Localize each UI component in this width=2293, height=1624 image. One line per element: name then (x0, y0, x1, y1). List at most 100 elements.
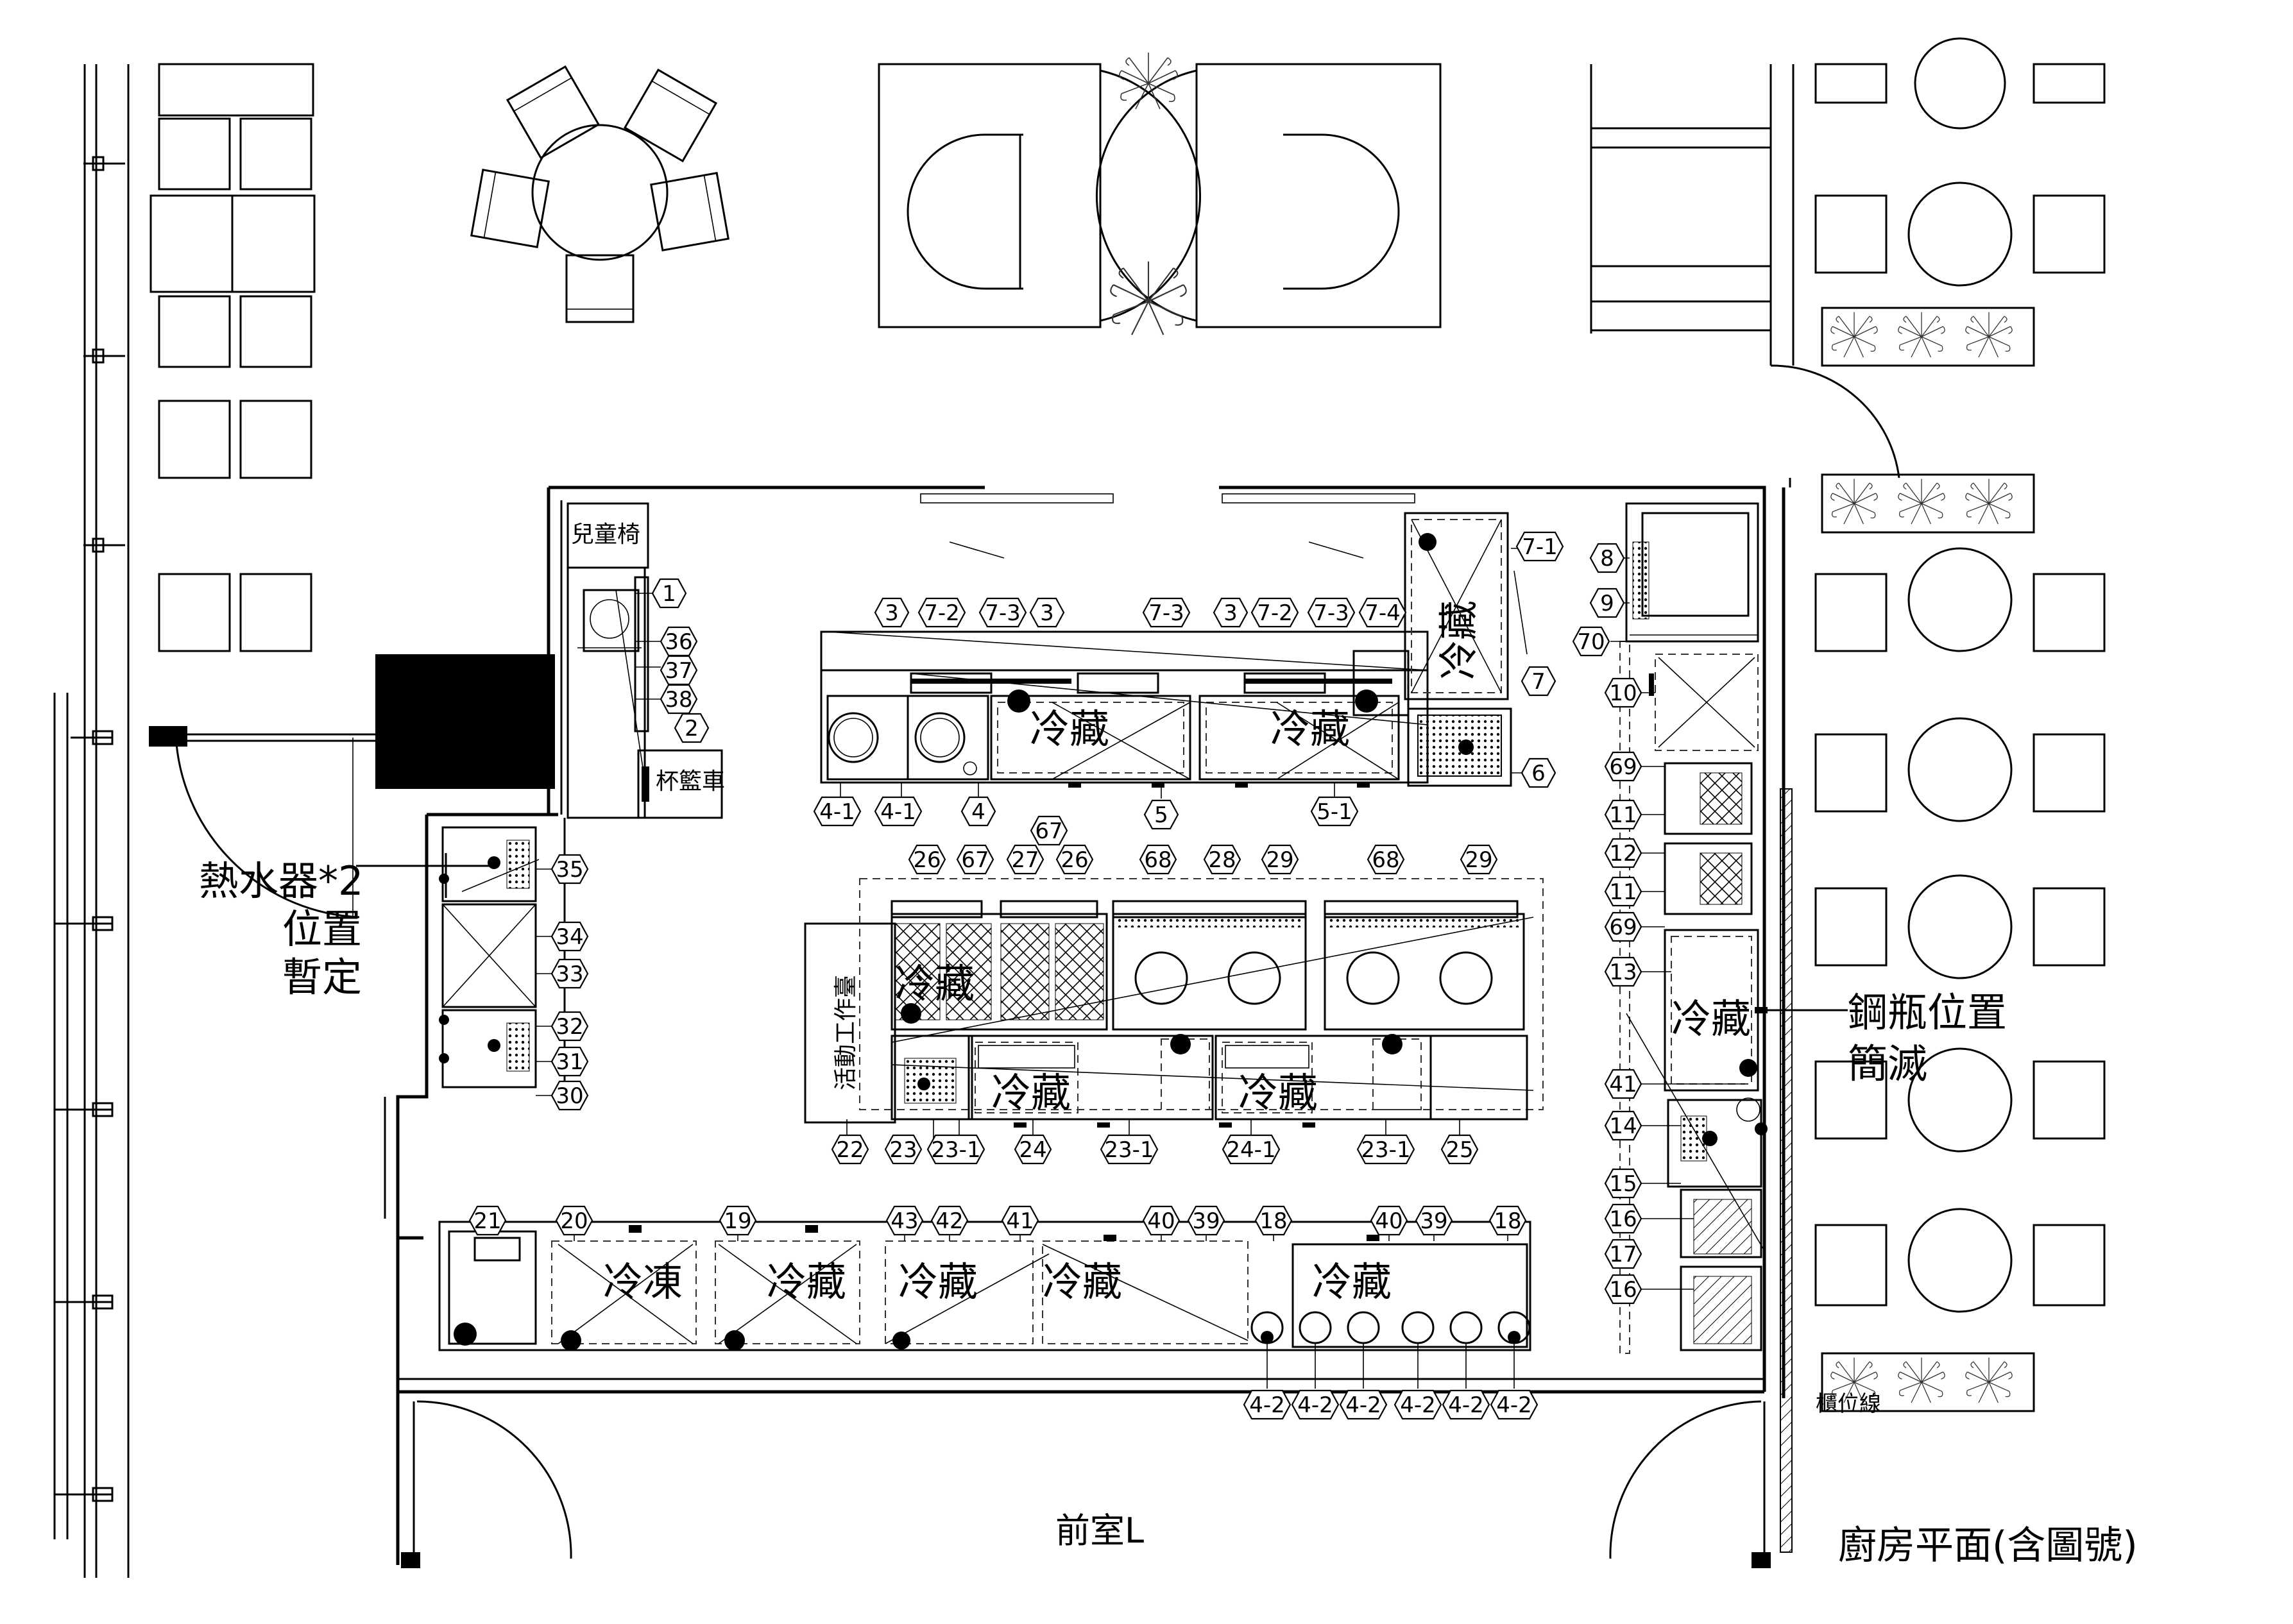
front-room-label: 前室L (1055, 1510, 1144, 1551)
equipment-number: 15 (1609, 1171, 1637, 1197)
equipment-number: 16 (1609, 1206, 1637, 1232)
equipment-number-tag: 16 (1604, 1274, 1642, 1305)
equipment-number: 7 (1531, 669, 1546, 695)
equipment-number: 33 (556, 961, 583, 987)
equipment-number-tag: 41 (1604, 1069, 1642, 1099)
equipment-number-tag: 24-1 (1222, 1134, 1281, 1165)
equipment-number-tag: 15 (1604, 1168, 1642, 1199)
equipment-number: 14 (1609, 1113, 1637, 1139)
equipment-number-tag: 31 (550, 1046, 589, 1077)
equipment-number-tag: 40 (1370, 1205, 1408, 1236)
equipment-number-tag: 68 (1139, 844, 1177, 875)
equipment-number-tag: 4-1 (874, 796, 923, 827)
dining-tables-right (1770, 37, 2106, 1412)
gas-cylinder-label-2: 簡滅 (1848, 1040, 1927, 1087)
fridge-label: 冷藏 (1270, 706, 1350, 752)
equipment-number-tag: 3 (1213, 597, 1249, 628)
equipment-number: 3 (885, 600, 899, 626)
equipment-number: 4-2 (1345, 1392, 1381, 1418)
equipment-number: 9 (1600, 591, 1614, 616)
equipment-number-tag: 35 (550, 854, 589, 884)
equipment-number-tag: 7-2 (1250, 597, 1299, 628)
equipment-number: 37 (665, 658, 692, 684)
equipment-number-tag: 29 (1261, 844, 1299, 875)
equipment-number-tag: 4-2 (1490, 1389, 1539, 1420)
fridge-7 (1404, 512, 1528, 787)
kitchen-walls (384, 486, 1793, 1568)
equipment-number: 3 (1223, 600, 1238, 626)
equipment-number-tag: 10 (1604, 677, 1642, 708)
equipment-number-tag: 41 (1001, 1205, 1039, 1236)
equipment-number-tag: 11 (1604, 799, 1642, 830)
fridge-labels: 冷藏 冷藏 冷藏 冷藏 冷藏 冷藏 冷藏 冷凍 冷藏 冷藏 冷藏 冷藏 (603, 600, 1751, 1305)
equipment-number: 11 (1609, 879, 1637, 905)
equipment-number-tag: 42 (930, 1205, 969, 1236)
equipment-number-tag: 8 (1589, 543, 1625, 573)
equipment-number: 16 (1609, 1277, 1637, 1303)
equipment-number: 23-1 (931, 1137, 980, 1163)
equipment-number: 3 (1040, 600, 1054, 626)
equipment-number-tag: 2 (674, 713, 710, 743)
water-heater-label-2: 位置 (282, 906, 362, 952)
equipment-number: 7-3 (1148, 600, 1184, 626)
equipment-number-tag: 12 (1604, 838, 1642, 868)
equipment-number-tag: 1 (651, 578, 687, 609)
equipment-number: 43 (891, 1208, 918, 1234)
equipment-number-tag: 17 (1604, 1239, 1642, 1269)
equipment-number-tag: 40 (1142, 1205, 1181, 1236)
counter-line-label: 櫃位線 (1816, 1391, 1881, 1417)
equipment-number: 4-2 (1297, 1392, 1333, 1418)
equipment-number-tag: 13 (1604, 956, 1642, 987)
equipment-number: 31 (556, 1049, 583, 1075)
equipment-number-tag: 39 (1187, 1205, 1225, 1236)
equipment-number: 22 (836, 1137, 864, 1163)
equipment-number: 23-1 (1361, 1137, 1410, 1163)
water-heater-block (175, 654, 555, 918)
equipment-number-tag: 22 (831, 1134, 869, 1165)
equipment-number-tag: 23 (884, 1134, 923, 1165)
equipment-number-tag: 7-3 (1142, 597, 1191, 628)
equipment-number-tag: 25 (1440, 1134, 1479, 1165)
equipment-number-tag: 4-2 (1442, 1389, 1490, 1420)
equipment-number: 7-4 (1365, 600, 1401, 626)
equipment-number: 4-1 (819, 799, 855, 825)
equipment-number-tag: 67 (1030, 815, 1068, 846)
equipment-number-tag: 5-1 (1310, 796, 1359, 827)
fridge-label: 冷藏 (767, 1258, 846, 1305)
equipment-number: 34 (556, 924, 583, 950)
equipment-number: 70 (1577, 629, 1605, 655)
equipment-number-tag: 4 (960, 796, 996, 827)
equipment-number: 26 (1061, 847, 1088, 873)
left-utility-column (356, 502, 723, 1088)
fridge-label: 冷藏 (1030, 706, 1109, 752)
equipment-number-tag: 67 (956, 844, 994, 875)
equipment-number: 39 (1420, 1208, 1447, 1234)
equipment-number-tag: 68 (1367, 844, 1405, 875)
booth-seating-right (1590, 64, 1794, 366)
equipment-number-tag: 26 (908, 844, 946, 875)
equipment-number-tag: 5 (1143, 799, 1179, 830)
equipment-number: 6 (1531, 761, 1546, 786)
equipment-number: 19 (724, 1208, 751, 1234)
fridge-label: 冷藏 (1435, 600, 1482, 680)
equipment-number-tag: 18 (1488, 1205, 1527, 1236)
equipment-number: 38 (665, 687, 692, 713)
equipment-number-tag: 3 (1029, 597, 1065, 628)
fridge-label: 冷藏 (1312, 1258, 1392, 1305)
equipment-number: 25 (1445, 1137, 1473, 1163)
equipment-number: 17 (1609, 1242, 1637, 1267)
equipment-number: 67 (961, 847, 989, 873)
equipment-number: 4-2 (1400, 1392, 1436, 1418)
equipment-number: 23-1 (1104, 1137, 1154, 1163)
equipment-number-tag: 36 (660, 626, 698, 657)
equipment-number-tag: 20 (555, 1205, 593, 1236)
equipment-number: 4-2 (1496, 1392, 1532, 1418)
equipment-number: 8 (1600, 546, 1614, 571)
equipment-number: 26 (913, 847, 941, 873)
equipment-number: 12 (1609, 841, 1637, 867)
equipment-number: 68 (1144, 847, 1172, 873)
equipment-number: 18 (1259, 1208, 1287, 1234)
equipment-number: 40 (1147, 1208, 1175, 1234)
